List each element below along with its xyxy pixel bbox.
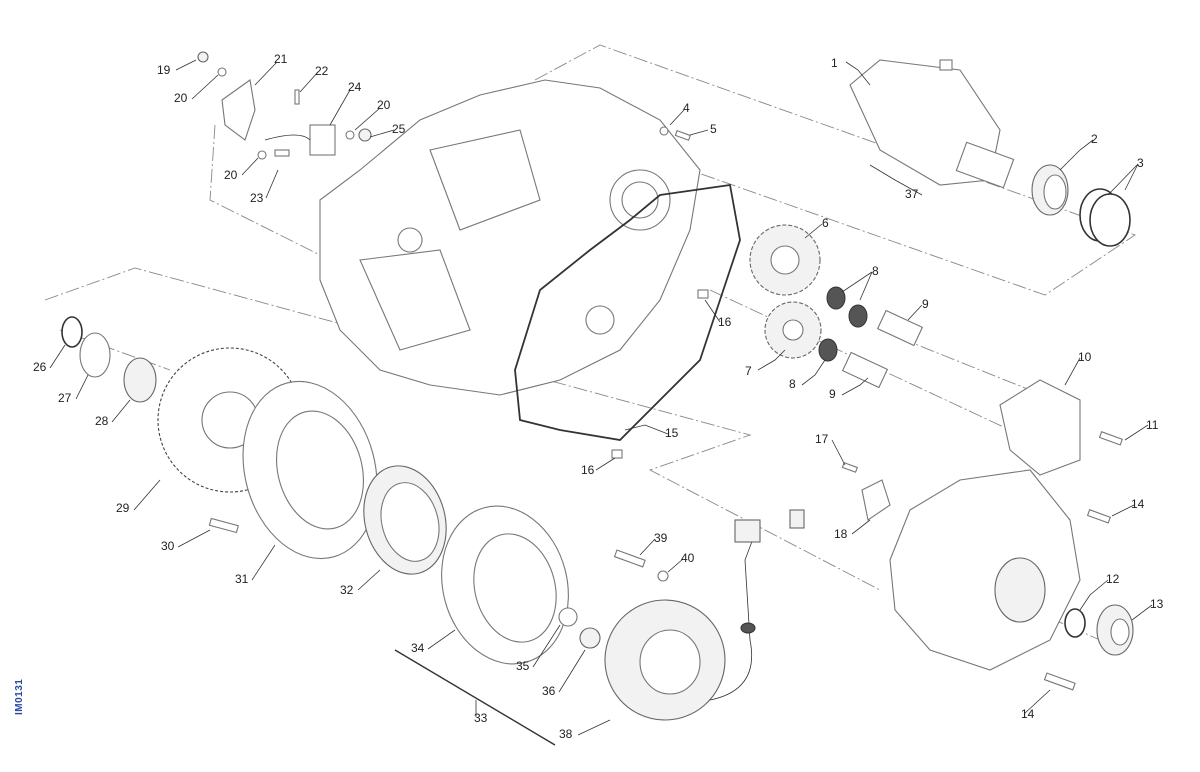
callout-26: 26 (33, 360, 47, 374)
callout-labels: 1 2 3 4 5 6 7 8 8 9 9 10 11 12 13 14 14 … (33, 52, 1164, 741)
callout-14: 14 (1131, 497, 1145, 511)
callout-8: 8 (872, 264, 879, 278)
callout-18: 18 (834, 527, 848, 541)
callout-33: 33 (474, 711, 488, 725)
callout-2: 2 (1091, 132, 1098, 146)
callout-36: 36 (542, 684, 556, 698)
callout-3: 3 (1137, 156, 1144, 170)
callout-16: 16 (718, 315, 732, 329)
callout-10: 10 (1078, 350, 1092, 364)
callout-8: 8 (789, 377, 796, 391)
engine-cover (611, 126, 1134, 691)
callout-31: 31 (235, 572, 249, 586)
callout-9: 9 (922, 297, 929, 311)
callout-12: 12 (1106, 572, 1120, 586)
callout-32: 32 (340, 583, 354, 597)
callout-6: 6 (822, 216, 829, 230)
callout-24: 24 (348, 80, 362, 94)
callout-30: 30 (161, 539, 175, 553)
callout-21: 21 (274, 52, 288, 66)
callout-35: 35 (516, 659, 530, 673)
stator (604, 509, 805, 721)
callout-4: 4 (683, 101, 690, 115)
starter-bushing (1031, 164, 1069, 216)
gasket (514, 183, 741, 441)
callout-39: 39 (654, 531, 668, 545)
callout-15: 15 (665, 426, 679, 440)
callout-29: 29 (116, 501, 130, 515)
callout-20: 20 (377, 98, 391, 112)
idler-gears (749, 224, 822, 359)
callout-5: 5 (710, 122, 717, 136)
callout-9: 9 (829, 387, 836, 401)
callout-23: 23 (250, 191, 264, 205)
callout-13: 13 (1150, 597, 1164, 611)
callout-14: 14 (1021, 707, 1035, 721)
callout-34: 34 (411, 641, 425, 655)
callout-37: 37 (905, 187, 919, 201)
callout-19: 19 (157, 63, 171, 77)
drawing-code: IM0131 (14, 678, 25, 715)
starter-motor (849, 59, 1015, 189)
callout-16: 16 (581, 463, 595, 477)
callout-38: 38 (559, 727, 573, 741)
sensor-bracket (197, 51, 372, 160)
callout-1: 1 (831, 56, 838, 70)
flywheel-assembly (208, 380, 601, 665)
bearings-pins (818, 286, 924, 389)
callout-28: 28 (95, 414, 109, 428)
callout-11: 11 (1146, 418, 1159, 432)
callout-22: 22 (315, 64, 329, 78)
callout-7: 7 (745, 364, 752, 378)
crankcase (319, 79, 701, 396)
callout-17: 17 (815, 432, 829, 446)
callout-20: 20 (174, 91, 188, 105)
callout-25: 25 (392, 122, 406, 136)
callout-20: 20 (224, 168, 238, 182)
leader-lines (49, 59, 1153, 736)
callout-40: 40 (681, 551, 695, 565)
o-rings (1079, 188, 1131, 247)
callout-27: 27 (58, 391, 72, 405)
